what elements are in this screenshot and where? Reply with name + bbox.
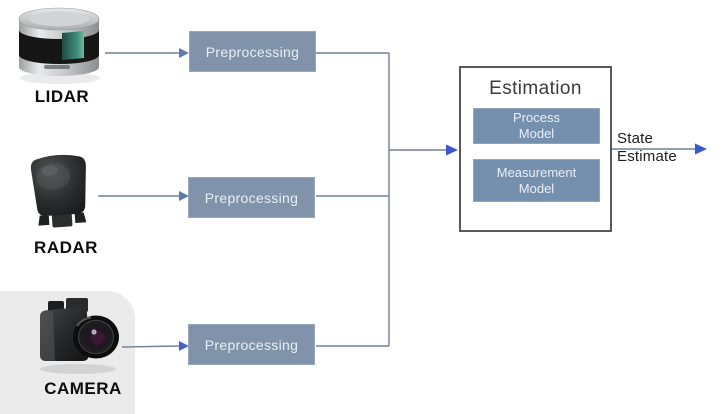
process-model-label: Process Model — [513, 110, 560, 141]
measurement-model-label: Measurement Model — [496, 164, 577, 196]
estimation-title: Estimation — [489, 78, 582, 99]
camera-label: CAMERA — [44, 379, 122, 398]
process-model-box: Process Model — [473, 108, 600, 144]
preprocessing-label: Preprocessing — [204, 336, 299, 353]
arrowhead-lidar-icon — [179, 48, 189, 58]
state-estimate-label: State Estimate — [617, 130, 677, 165]
preprocessing-label: Preprocessing — [205, 43, 300, 60]
preprocessing-box-radar: Preprocessing — [188, 177, 315, 218]
lidar-label: LIDAR — [34, 87, 90, 106]
preprocessing-label: Preprocessing — [204, 189, 299, 206]
preprocessing-box-lidar: Preprocessing — [189, 31, 316, 72]
estimation-box: Estimation Process Model Measurement Mod… — [459, 66, 612, 232]
preprocessing-box-camera: Preprocessing — [188, 324, 315, 365]
radar-label: RADAR — [34, 238, 98, 257]
camera-image — [40, 298, 119, 374]
measurement-model-box: Measurement Model — [473, 159, 600, 202]
arrowhead-state-estimate-icon — [695, 143, 707, 155]
radar-image — [30, 154, 87, 228]
lidar-image — [18, 7, 100, 84]
arrowhead-estimation-input-icon — [446, 144, 458, 156]
